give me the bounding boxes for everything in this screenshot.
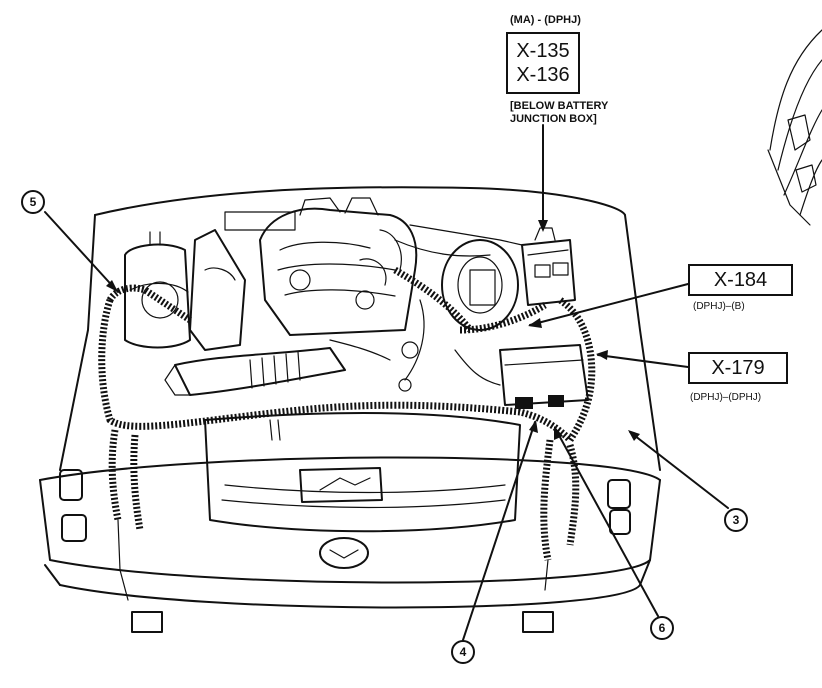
- connector-code-x184: X-184: [713, 269, 768, 291]
- top-connector-code-box: X-135 X-136: [506, 32, 580, 94]
- leader-callout-6-arrowhead: [554, 426, 563, 440]
- brake-booster: [441, 239, 519, 331]
- leader-x184-arrowhead: [528, 318, 542, 328]
- connector-code-x179: X-179: [711, 357, 765, 379]
- hood-outline: [59, 186, 661, 471]
- leader-callout-5: [44, 211, 119, 293]
- leader-x184: [529, 283, 689, 326]
- callout-4: 4: [451, 640, 475, 664]
- battery-junction-box: [521, 227, 576, 306]
- leader-x179-arrowhead: [596, 350, 608, 360]
- vehicle-inset-illustration: [767, 29, 822, 226]
- leader-x179: [597, 354, 689, 368]
- leader-callout-5-arrowhead: [106, 280, 118, 292]
- engine-block: [224, 197, 418, 336]
- connector-code-x136: X-136: [516, 64, 570, 86]
- top-connector-location-line-2: JUNCTION BOX]: [510, 113, 597, 125]
- leader-top-connector-arrowhead: [538, 220, 548, 232]
- leader-callout-3: [629, 431, 729, 509]
- connector-box-x179: X-179: [688, 352, 788, 384]
- leader-callout-6: [554, 427, 659, 617]
- top-connector-header: (MA) - (DPHJ): [510, 14, 581, 26]
- main-wiring-harness: [98, 266, 596, 561]
- callout-6: 6: [650, 616, 674, 640]
- battery: [499, 344, 589, 409]
- leader-callout-3-arrowhead: [628, 430, 640, 441]
- leader-lines: [44, 124, 729, 641]
- connector-box-x184: X-184: [688, 264, 793, 296]
- leader-callout-4-arrowhead: [529, 420, 538, 433]
- headlamp-connectors: [59, 469, 631, 601]
- front-fascia: [39, 412, 661, 633]
- secondary-wires: [269, 224, 523, 441]
- leader-callout-4: [462, 421, 536, 641]
- air-intake-duct: [164, 347, 346, 396]
- connector-code-x135: X-135: [516, 40, 570, 62]
- callout-3: 3: [724, 508, 748, 532]
- connector-x179-sub: (DPHJ)–(DPHJ): [690, 392, 762, 403]
- callout-5: 5: [21, 190, 45, 214]
- connector-x184-sub: (DPHJ)–(B): [693, 301, 745, 312]
- top-connector-location-line-1: [BELOW BATTERY: [510, 100, 609, 112]
